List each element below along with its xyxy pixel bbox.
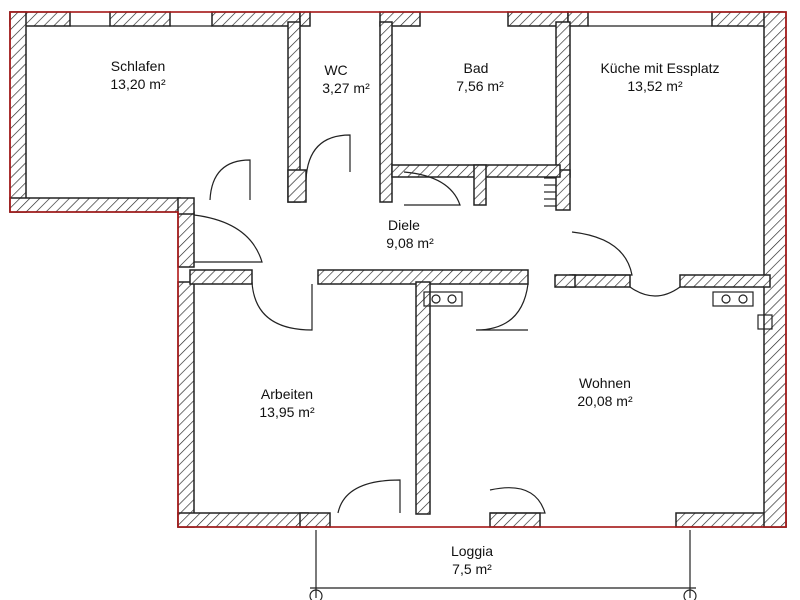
door-wohnen-loggia (489, 487, 546, 514)
wall-bottom-2 (299, 512, 331, 528)
room-area-bad: 7,56 m² (456, 78, 504, 94)
room-area-diele: 9,08 m² (386, 235, 434, 251)
wall-wc-bad (379, 21, 393, 203)
wall-left-schlafen (9, 11, 27, 213)
wall-kueche-lower (555, 169, 571, 211)
loggia-area (309, 530, 697, 600)
room-name-kueche: Küche mit Essplatz (600, 60, 719, 76)
door-bad (403, 171, 461, 206)
room-name-wohnen: Wohnen (579, 375, 631, 391)
wall-top-3 (211, 11, 301, 27)
wall-arbeiten-wohnen (415, 281, 431, 515)
interior-walls (177, 21, 771, 515)
wall-bad-bottom-stub (473, 164, 487, 206)
door-entry (193, 214, 263, 263)
room-area-wohnen: 20,08 m² (577, 393, 633, 409)
wall-bottom-schlafen (9, 197, 181, 213)
wall-bad-kueche (555, 21, 571, 178)
wall-kueche-bottom (569, 274, 631, 288)
wall-top-2 (109, 11, 171, 27)
room-area-schlafen: 13,20 m² (110, 76, 166, 92)
wall-top-4 (299, 11, 311, 27)
wall-right (763, 11, 787, 528)
door-wc (305, 134, 351, 181)
room-name-arbeiten: Arbeiten (261, 386, 313, 402)
wall-wc-bottom (287, 169, 307, 203)
wall-bottom-3 (489, 512, 541, 528)
room-area-loggia: 7,5 m² (452, 561, 492, 577)
door-schlafen (209, 159, 251, 201)
door-arbeiten-loggia (337, 479, 401, 514)
wall-left-arbeiten (177, 281, 195, 528)
doors (193, 134, 681, 514)
chimneys (423, 291, 773, 330)
door-wohnen (475, 283, 529, 331)
wall-bottom-1 (177, 512, 309, 528)
stair-marks (544, 177, 556, 207)
door-kueche-wohnen (629, 286, 681, 297)
room-area-arbeiten: 13,95 m² (259, 404, 315, 420)
room-name-bad: Bad (464, 60, 489, 76)
wall-kueche-bottom-r (679, 274, 771, 288)
room-name-wc: WC (324, 62, 347, 78)
room-name-schlafen: Schlafen (111, 58, 165, 74)
wall-top-7 (567, 11, 589, 27)
room-name-loggia: Loggia (451, 543, 493, 559)
room-area-wc: 3,27 m² (322, 80, 370, 96)
outline-border (9, 11, 787, 528)
room-labels: Schlafen 13,20 m² WC 3,27 m² Bad 7,56 m²… (110, 58, 719, 577)
room-area-kueche: 13,52 m² (627, 78, 683, 94)
door-arbeiten (251, 281, 313, 331)
door-kueche (571, 231, 633, 276)
wall-entry-stub (177, 197, 195, 215)
wall-diele-bottom-1 (189, 269, 253, 285)
wall-diele-bottom-3 (554, 274, 576, 288)
room-name-diele: Diele (388, 217, 420, 233)
wall-left-lower (177, 211, 195, 268)
